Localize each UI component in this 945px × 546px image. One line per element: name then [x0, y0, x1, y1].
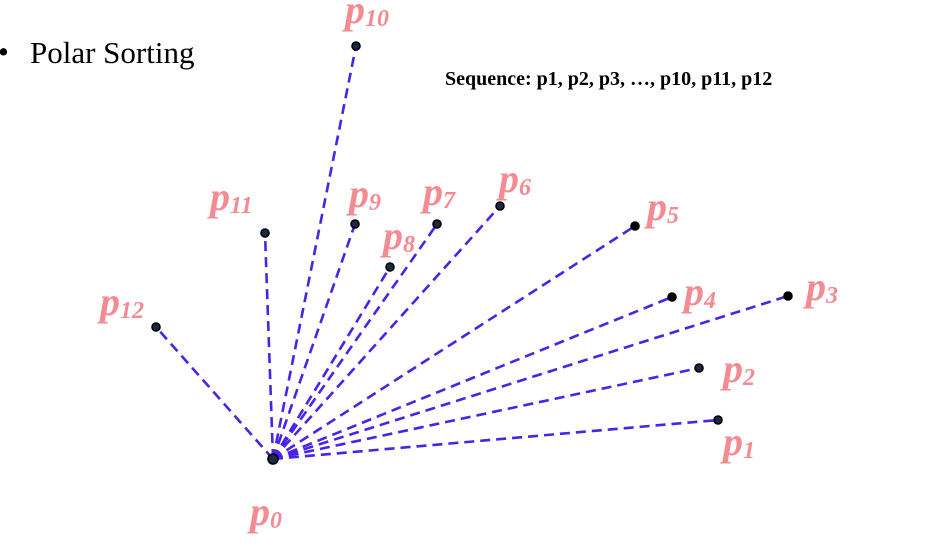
point-p4	[667, 292, 677, 302]
label-p4: p4	[681, 269, 716, 314]
ray-p6	[272, 205, 501, 460]
ray-p1	[272, 418, 719, 461]
origin-point	[267, 453, 279, 465]
ray-p5	[272, 224, 636, 461]
point-group	[151, 41, 793, 465]
point-p6	[495, 201, 505, 211]
ray-p11	[263, 232, 275, 460]
slide-title: Polar Sorting	[30, 35, 194, 70]
point-p7	[432, 219, 442, 229]
point-p12	[151, 322, 161, 332]
label-p2: p2	[720, 346, 755, 391]
label-p0: p0	[247, 489, 282, 534]
ray-p10	[271, 45, 358, 460]
ray-group	[155, 45, 789, 461]
label-p10: p10	[342, 0, 389, 32]
point-p11	[260, 228, 270, 238]
ray-p12	[155, 326, 274, 460]
point-p10	[351, 41, 361, 51]
label-p8: p8	[380, 213, 415, 258]
point-p9	[350, 219, 360, 229]
sequence-caption: Sequence: p1, p2, p3, …, p10, p11, p12	[445, 68, 772, 90]
label-p12: p12	[97, 279, 144, 324]
label-p11: p11	[207, 174, 253, 219]
ray-p2	[272, 366, 700, 461]
point-p2	[694, 363, 704, 373]
point-p1	[713, 415, 723, 425]
ray-p4	[272, 295, 673, 461]
label-p1: p1	[720, 419, 755, 464]
ray-p8	[271, 266, 392, 460]
ray-p3	[272, 294, 789, 461]
point-p3	[783, 291, 793, 301]
label-p9: p9	[346, 171, 381, 216]
label-p6: p6	[496, 156, 531, 201]
label-group: p0 p1 p2 p3 p4 p5 p6 p7 p8 p9 p10	[97, 0, 838, 534]
bullet-marker: •	[0, 34, 9, 69]
point-p8	[385, 262, 395, 272]
ray-p9	[271, 223, 357, 460]
point-p5	[630, 221, 640, 231]
label-p3: p3	[803, 264, 838, 309]
label-p5: p5	[644, 184, 679, 229]
label-p7: p7	[420, 169, 456, 214]
